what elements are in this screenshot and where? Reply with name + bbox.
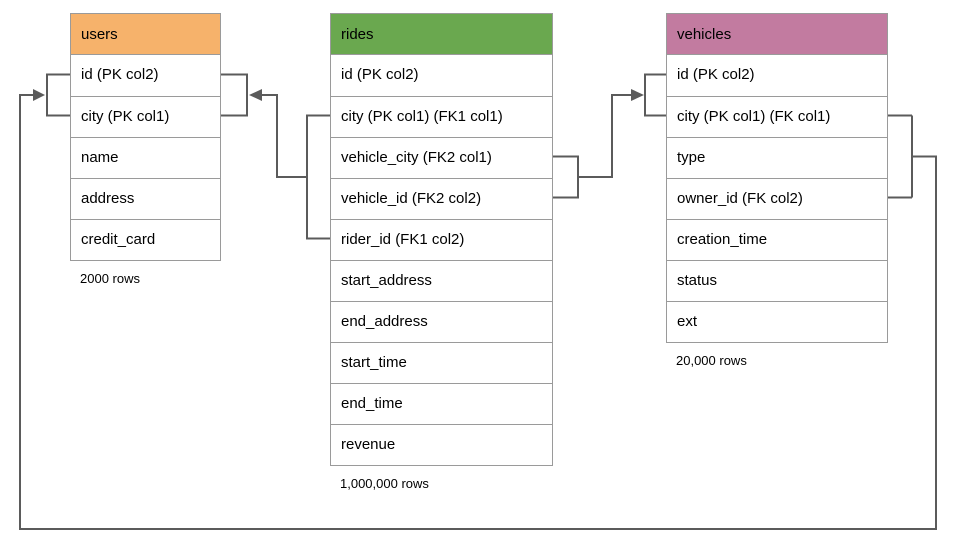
users-row-count: 2000 rows [80,271,140,286]
column-row: vehicle_id (FK2 col2) [331,178,552,219]
column-row: id (PK col2) [81,66,159,83]
rides-table-header: rides [331,14,552,55]
rides-table-group: rides id (PK col2) city (PK col1) (FK1 co… [330,13,553,491]
column-row: rider_id (FK1 col2) [331,219,552,260]
column-row: id (PK col2) [341,66,419,83]
users-left-bracket [46,73,70,117]
vehicles-table-group: vehicles id (PK col2) city (PK col1) (FK … [666,13,888,368]
vehicles-row-count: 20,000 rows [676,353,747,368]
column-row: end_address [331,301,552,342]
arrowhead-into-vehicles-icon [631,89,644,101]
column-row: city (PK col1) (FK1 col1) [331,96,552,137]
users-right-bracket [221,73,248,117]
column-row: start_address [331,260,552,301]
column-row: name [71,137,220,178]
column-row: type [667,137,887,178]
users-table-header: users [71,14,220,55]
column-row: city (PK col1) (FK col1) [667,96,887,137]
rides-to-vehicles-fk-line [553,94,631,199]
rides-row-count: 1,000,000 rows [340,476,429,491]
vehicles-left-bracket [644,73,666,117]
column-row: start_time [331,342,552,383]
column-row: owner_id (FK col2) [667,178,887,219]
rides-to-users-fk-line [262,94,330,240]
column-row: city (PK col1) [71,96,220,137]
column-row: address [71,178,220,219]
column-row: id (PK col2) [677,66,755,83]
column-row: credit_card [71,219,220,260]
rides-table-columns: id (PK col2)city (PK col1) (FK1 col1)veh… [331,55,552,465]
vehicles-table-header: vehicles [667,14,887,55]
vehicles-table: vehicles id (PK col2) city (PK col1) (FK … [666,13,888,343]
vehicles-table-columns: id (PK col2) city (PK col1) (FK col1)type… [667,55,887,342]
vehicles-to-users-fk-line [19,94,937,530]
column-row: vehicle_city (FK2 col1) [331,137,552,178]
column-row: revenue [331,424,552,465]
column-row: end_time [331,383,552,424]
arrowhead-into-users-left-icon [33,89,45,101]
column-row: ext [667,301,887,342]
column-row: creation_time [667,219,887,260]
arrowhead-into-users-right-icon [249,89,262,101]
column-row: status [667,260,887,301]
rides-table: rides id (PK col2) city (PK col1) (FK1 co… [330,13,553,466]
